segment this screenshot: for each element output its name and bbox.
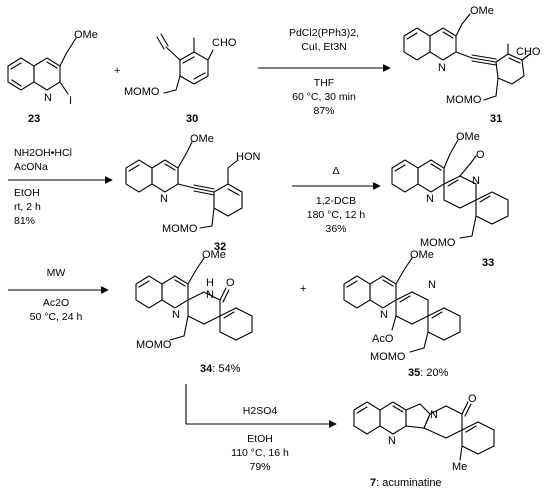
compound-32-number: 32 bbox=[214, 241, 226, 253]
step1-reagent-1: PdCl2(PPh3)2, bbox=[289, 27, 359, 39]
compound-7-methyl-label: Me bbox=[452, 461, 467, 473]
compound-33-number: 33 bbox=[482, 257, 494, 269]
step2-reagent-2: AcONa bbox=[14, 161, 48, 173]
step2-solvent: EtOH bbox=[14, 187, 40, 199]
compound-31-skeleton bbox=[403, 13, 531, 101]
plus-sign-1: + bbox=[114, 65, 120, 77]
compound-31: OMe N CHO MOMO 31 bbox=[403, 5, 541, 125]
compound-34-carbonyl-label: O bbox=[226, 277, 235, 289]
step3-yield: 36% bbox=[325, 223, 346, 235]
step2-temperature: rt, 2 h bbox=[14, 201, 41, 213]
compound-31-number: 31 bbox=[490, 113, 502, 125]
compound-34-ome-label: OMe bbox=[202, 249, 226, 261]
compound-32-oxime-label: HON bbox=[236, 151, 261, 163]
compound-33-oxide-label: O bbox=[476, 149, 485, 161]
step2-reagent-1: NH2OH•HCl bbox=[14, 147, 72, 159]
compound-34-skeleton bbox=[135, 257, 253, 341]
compound-32-ome-label: OMe bbox=[190, 133, 214, 145]
step1-solvent: THF bbox=[314, 77, 334, 89]
compound-35-aco-label: AcO bbox=[372, 333, 394, 345]
step4-reagent: Ac2O bbox=[43, 297, 69, 309]
compound-34-nh-n-label: N bbox=[206, 289, 214, 301]
step4-temperature: 50 °C, 24 h bbox=[30, 311, 83, 323]
compound-7-n-label: N bbox=[388, 435, 396, 447]
compound-30-skeleton bbox=[156, 33, 214, 94]
compound-30-momo-label: MOMO bbox=[124, 86, 160, 98]
compound-33-n-label: N bbox=[426, 193, 434, 205]
compound-30: CHO MOMO 30 bbox=[124, 33, 237, 125]
compound-32-momo-label: MOMO bbox=[162, 223, 198, 235]
compound-23-n-label: N bbox=[44, 92, 52, 104]
compound-23-iodo-label: I bbox=[69, 95, 72, 107]
compound-35-n2-label: N bbox=[428, 279, 436, 291]
step1-yield: 87% bbox=[313, 105, 334, 117]
compound-31-cho-label: CHO bbox=[516, 46, 541, 58]
compound-33: OMe N N O MOMO 33 bbox=[391, 131, 509, 269]
compound-32-n-label: N bbox=[160, 193, 168, 205]
compound-33-momo-label: MOMO bbox=[420, 237, 456, 249]
plus-sign-2: + bbox=[300, 283, 306, 295]
compound-35-ome-label: OMe bbox=[410, 249, 434, 261]
compound-33-ome-label: OMe bbox=[456, 131, 480, 143]
compound-23-ome-label: OMe bbox=[74, 29, 98, 41]
compound-30-number: 30 bbox=[186, 113, 198, 125]
step5-temperature: 110 °C, 16 h bbox=[231, 447, 289, 459]
compound-35-skeleton bbox=[343, 257, 461, 353]
compound-31-ome-label: OMe bbox=[470, 5, 494, 17]
compound-35-number: 35: 20% bbox=[408, 367, 449, 379]
step3-solvent: 1,2-DCB bbox=[316, 195, 356, 207]
step5-yield: 79% bbox=[249, 461, 270, 473]
compound-34-number: 34: 54% bbox=[200, 363, 241, 375]
step2-yield: 81% bbox=[14, 215, 35, 227]
step3-temperature: 180 °C, 12 h bbox=[307, 209, 366, 221]
compound-30-cho-label: CHO bbox=[212, 37, 237, 49]
compound-34-momo-label: MOMO bbox=[136, 339, 172, 351]
step1-temperature: 60 °C, 30 min bbox=[292, 91, 356, 103]
compound-7-number: 7: acuminatine bbox=[370, 477, 442, 489]
step3-heat: Δ bbox=[332, 165, 339, 177]
step4-microwave: MW bbox=[47, 267, 66, 279]
compound-34: OMe N H N O MOMO 34: 54% bbox=[135, 249, 253, 375]
compound-7-skeleton bbox=[353, 401, 495, 461]
compound-35: OMe N N AcO MOMO 35: 20% bbox=[343, 249, 461, 379]
compound-35-momo-label: MOMO bbox=[370, 351, 406, 363]
compound-31-momo-label: MOMO bbox=[446, 94, 482, 106]
compound-34-h-label: H bbox=[206, 277, 214, 289]
compound-7-n2-label: N bbox=[430, 409, 438, 421]
compound-7-carbonyl-label: O bbox=[468, 393, 477, 405]
compound-33-skeleton bbox=[391, 139, 509, 239]
compound-33-n2-label: N bbox=[472, 175, 480, 187]
step5-solvent: EtOH bbox=[247, 433, 273, 445]
compound-31-n-label: N bbox=[438, 62, 446, 74]
compound-34-n-label: N bbox=[172, 309, 180, 321]
compound-32: OMe N HON MOMO 32 bbox=[125, 133, 261, 253]
compound-35-n-label: N bbox=[380, 309, 388, 321]
compound-23: OMe N I 23 bbox=[7, 29, 98, 125]
compound-23-number: 23 bbox=[28, 113, 40, 125]
step1-reagent-2: CuI, Et3N bbox=[301, 41, 347, 53]
compound-7: N N O Me 7: acuminatine bbox=[353, 393, 495, 489]
compound-32-skeleton bbox=[125, 141, 243, 229]
step5-reagent: H2SO4 bbox=[243, 405, 278, 417]
compound-23-skeleton bbox=[7, 37, 77, 95]
